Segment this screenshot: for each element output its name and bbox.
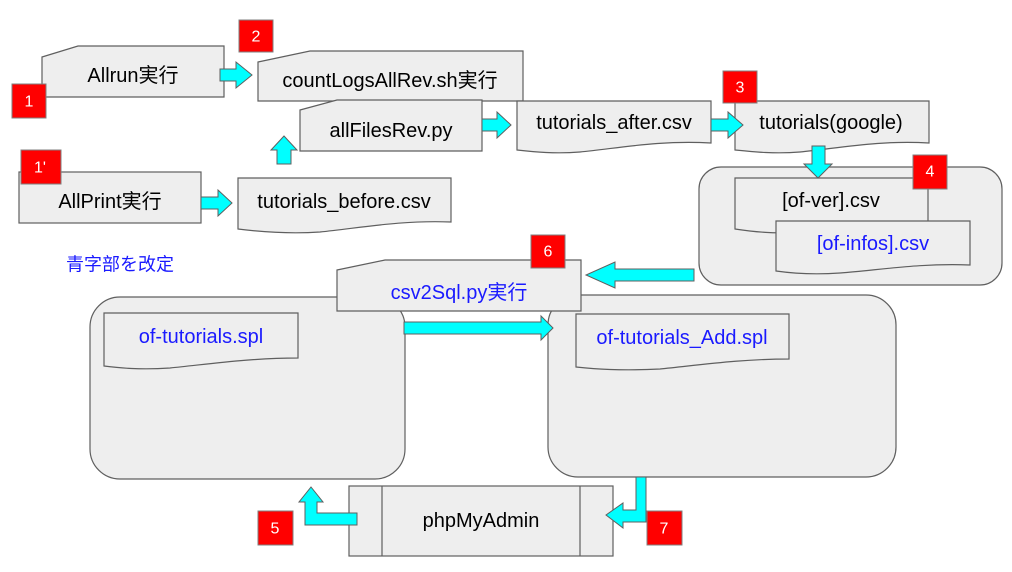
- svg-text:2: 2: [252, 29, 261, 46]
- step-badge-7: 7: [646, 510, 683, 546]
- arrow-allrun-to-countlogs: [219, 60, 253, 90]
- step-badge-2: 2: [238, 19, 274, 53]
- step-badge-3: 3: [722, 70, 758, 104]
- node-csv2sql-label: csv2Sql.py実行: [391, 281, 528, 304]
- node-tutorials-before-label: tutorials_before.csv: [257, 191, 430, 213]
- node-allfilesrev-label: allFilesRev.py: [330, 120, 453, 142]
- svg-text:4: 4: [926, 164, 935, 181]
- svg-text:1: 1: [25, 94, 34, 111]
- node-csv2sql[interactable]: csv2Sql.py実行: [336, 259, 582, 312]
- node-of-infos-label: [of-infos].csv: [817, 233, 929, 255]
- step-badge-5: 5: [257, 510, 294, 546]
- node-of-tutorials-add-spl-label: of-tutorials_Add.spl: [596, 327, 767, 349]
- step-badge-4: 4: [912, 154, 948, 190]
- node-tutorials-after-label: tutorials_after.csv: [536, 112, 692, 134]
- node-of-tutorials-spl[interactable]: of-tutorials.spl: [103, 312, 299, 370]
- arrow-after-to-google: [710, 110, 744, 140]
- arrow-allfilesrev-to-after: [481, 110, 512, 140]
- step-badge-1-prime: 1': [20, 149, 62, 185]
- arrow-csv-to-csv2sql: [584, 261, 695, 289]
- node-of-infos[interactable]: [of-infos].csv: [775, 220, 971, 275]
- svg-text:7: 7: [660, 521, 669, 538]
- node-of-ver[interactable]: [of-ver].csv: [734, 177, 929, 234]
- node-allrun[interactable]: Allrun実行: [41, 45, 225, 98]
- node-allrun-label: Allrun実行: [87, 64, 178, 87]
- arrow-add-to-phpmyadmin: [605, 476, 647, 530]
- svg-text:5: 5: [271, 521, 280, 538]
- node-tutorials-after[interactable]: tutorials_after.csv: [516, 100, 712, 154]
- arrow-phpmyadmin-to-spl: [297, 486, 358, 526]
- modified-parts-note: 青字部を改定: [66, 255, 174, 276]
- arrow-before-to-allfilesrev: [269, 135, 299, 165]
- svg-text:3: 3: [736, 80, 745, 97]
- node-phpmyadmin-label: phpMyAdmin: [423, 510, 540, 532]
- arrow-allprint-to-before: [200, 188, 233, 218]
- node-tutorials-google[interactable]: tutorials(google): [734, 100, 930, 154]
- svg-text:1': 1': [34, 160, 46, 177]
- arrow-spl-to-add-spl: [403, 314, 554, 342]
- node-of-ver-label: [of-ver].csv: [782, 190, 880, 212]
- node-tutorials-before[interactable]: tutorials_before.csv: [237, 177, 452, 234]
- node-countlogs-label: countLogsAllRev.sh実行: [282, 69, 497, 92]
- svg-text:6: 6: [544, 244, 553, 261]
- step-badge-6: 6: [530, 234, 566, 269]
- step-badge-1: 1: [11, 83, 47, 119]
- node-tutorials-google-label: tutorials(google): [759, 112, 902, 134]
- node-of-tutorials-add-spl[interactable]: of-tutorials_Add.spl: [575, 313, 790, 371]
- node-of-tutorials-spl-label: of-tutorials.spl: [139, 326, 264, 348]
- node-allfilesrev[interactable]: allFilesRev.py: [299, 99, 483, 152]
- node-allprint-label: AllPrint実行: [58, 190, 161, 213]
- node-phpmyadmin[interactable]: phpMyAdmin: [348, 485, 614, 557]
- node-countlogs[interactable]: countLogsAllRev.sh実行: [257, 50, 524, 102]
- arrow-google-to-ofver: [802, 145, 834, 179]
